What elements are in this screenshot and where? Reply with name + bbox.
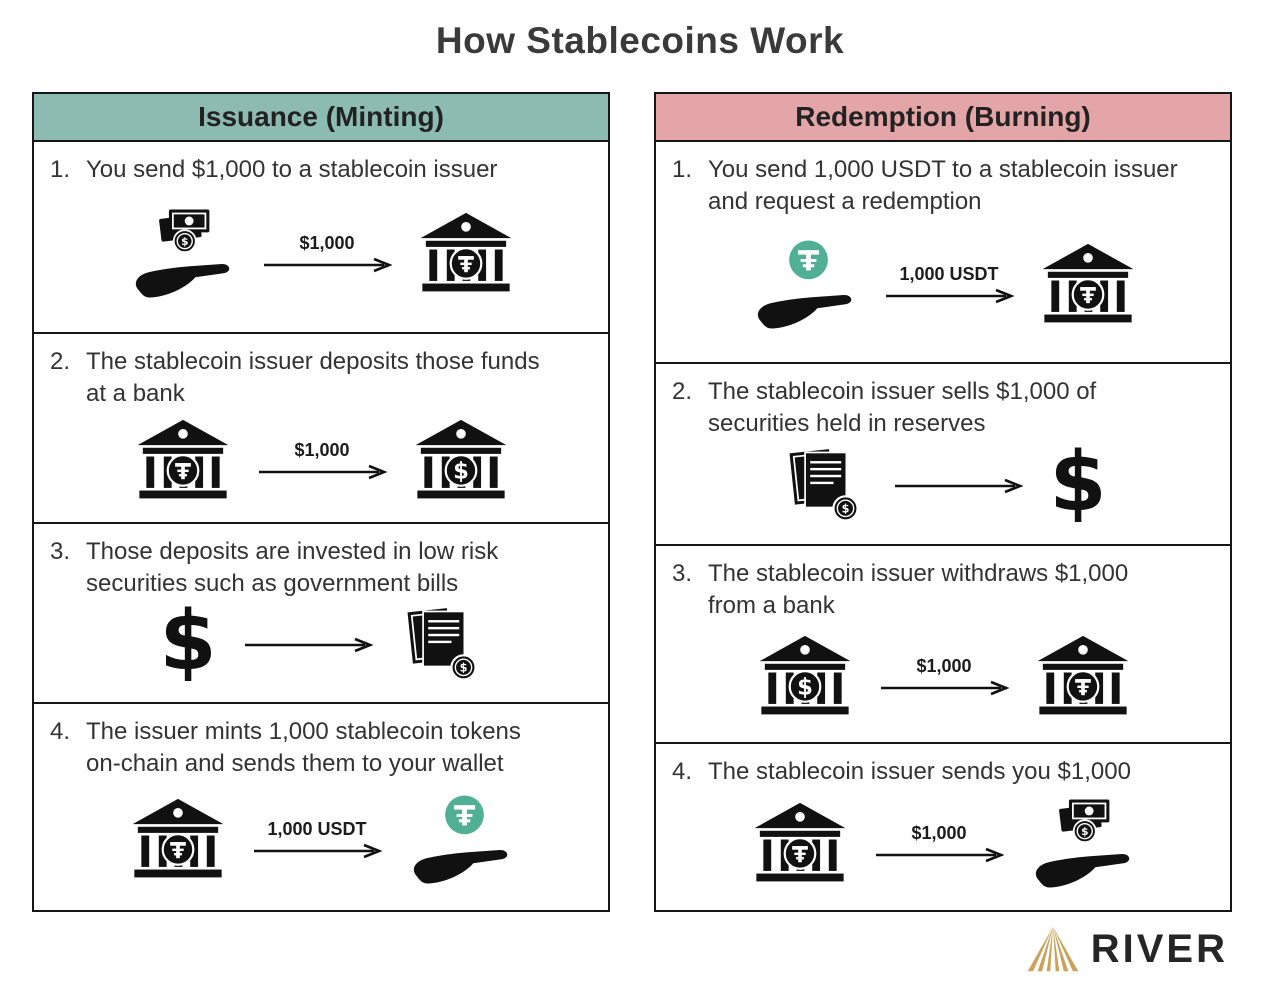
step-description: The stablecoin issuer withdraws $1,000 f…: [708, 560, 1129, 620]
arrow: [243, 637, 373, 653]
step-text: 1. You send 1,000 USDT to a stablecoin i…: [672, 154, 1216, 219]
arrow-icon: [262, 257, 391, 273]
step-description: The stablecoin issuer sells $1,000 of se…: [708, 378, 1097, 438]
step-visual: $1,000: [50, 411, 594, 516]
step-text: 4. The stablecoin issuer sends you $1,00…: [672, 756, 1216, 788]
redemption-step-4: 4. The stablecoin issuer sends you $1,00…: [656, 742, 1230, 910]
step-number: 1.: [50, 156, 71, 183]
documents-dollar-icon: [405, 607, 477, 681]
dollar-sign-icon: $: [159, 594, 217, 690]
step-visual: $: [50, 601, 594, 696]
step-visual: 1,000 USDT: [50, 781, 594, 904]
redemption-panel: Redemption (Burning) 1. You send 1,000 U…: [654, 92, 1232, 912]
arrow: [893, 478, 1023, 494]
arrow-icon: [879, 681, 1008, 696]
issuance-header: Issuance (Minting): [34, 94, 608, 140]
hand-tether-icon: [408, 792, 514, 887]
redemption-step-1: 1. You send 1,000 USDT to a stablecoin i…: [656, 140, 1230, 362]
step-text: 3. Those deposits are invested in low ri…: [50, 536, 594, 601]
bank-tether-icon: [1040, 242, 1136, 326]
arrow-label: $1,000: [294, 440, 350, 461]
documents-dollar-icon: [788, 448, 860, 522]
step-number: 4.: [672, 758, 693, 785]
brand-name: RIVER: [1090, 927, 1228, 971]
step-number: 3.: [50, 538, 71, 565]
arrow-label: $1,000: [916, 656, 972, 677]
step-number: 4.: [50, 718, 71, 745]
step-visual: 1,000 USDT: [672, 219, 1216, 356]
step-text: 3. The stablecoin issuer withdraws $1,00…: [672, 558, 1216, 623]
bank-tether-icon: [130, 797, 226, 881]
redemption-step-3: 3. The stablecoin issuer withdraws $1,00…: [656, 544, 1230, 742]
arrow-icon: [257, 465, 386, 480]
hand-tether-icon: [752, 237, 858, 332]
arrow-label: $1,000: [299, 233, 355, 254]
step-description: The stablecoin issuer sends you $1,000: [708, 758, 1131, 785]
arrow: 1,000 USDT: [884, 264, 1014, 304]
step-text: 2. The stablecoin issuer sells $1,000 of…: [672, 376, 1216, 441]
step-text: 4. The issuer mints 1,000 stablecoin tok…: [50, 716, 594, 781]
dollar-sign-icon: $: [1049, 435, 1107, 531]
step-visual: $1,000: [672, 623, 1216, 736]
arrow-icon: [894, 479, 1022, 494]
step-visual: $: [672, 441, 1216, 538]
step-text: 2. The stablecoin issuer deposits those …: [50, 346, 594, 411]
step-text: 1. You send $1,000 to a stablecoin issue…: [50, 154, 594, 186]
hand-cash-icon: [1030, 796, 1136, 891]
bank-tether-icon: [752, 801, 848, 885]
step-number: 1.: [672, 156, 693, 183]
issuance-step-1: 1. You send $1,000 to a stablecoin issue…: [34, 140, 608, 332]
step-description: The stablecoin issuer deposits those fun…: [86, 348, 540, 408]
step-visual: $1,000: [50, 186, 594, 326]
step-description: You send 1,000 USDT to a stablecoin issu…: [708, 156, 1178, 216]
arrow: $1,000: [874, 823, 1004, 863]
arrow-label: 1,000 USDT: [267, 819, 367, 840]
arrow-label: $1,000: [911, 823, 967, 844]
hand-cash-icon: [130, 206, 236, 301]
bank-dollar-icon: [413, 418, 509, 502]
river-mountain-icon: [1027, 926, 1079, 972]
bank-tether-icon: [1035, 634, 1131, 718]
step-description: You send $1,000 to a stablecoin issuer: [86, 156, 498, 183]
step-number: 2.: [50, 348, 71, 375]
redemption-header: Redemption (Burning): [656, 94, 1230, 140]
arrow: 1,000 USDT: [252, 819, 382, 859]
issuance-step-4: 4. The issuer mints 1,000 stablecoin tok…: [34, 702, 608, 910]
issuance-step-3: 3. Those deposits are invested in low ri…: [34, 522, 608, 702]
arrow-icon: [252, 844, 381, 859]
page-title: How Stablecoins Work: [435, 20, 845, 61]
arrow-icon: [874, 847, 1003, 863]
step-number: 3.: [672, 560, 693, 587]
bank-tether-icon: [135, 418, 231, 502]
arrow: $1,000: [262, 233, 392, 273]
step-description: The issuer mints 1,000 stablecoin tokens…: [86, 718, 521, 778]
arrow-label: 1,000 USDT: [899, 264, 999, 285]
bank-dollar-icon: [757, 634, 853, 718]
redemption-step-2: 2. The stablecoin issuer sells $1,000 of…: [656, 362, 1230, 544]
issuance-step-2: 2. The stablecoin issuer deposits those …: [34, 332, 608, 522]
arrow-icon: [243, 638, 371, 653]
arrow-icon: [884, 289, 1013, 304]
arrow: $1,000: [879, 656, 1009, 696]
brand-logo: RIVER: [1024, 926, 1228, 973]
issuance-panel: Issuance (Minting) 1. You send $1,000 to…: [32, 92, 610, 912]
step-visual: $1,000: [672, 788, 1216, 904]
arrow: $1,000: [257, 440, 387, 480]
step-description: Those deposits are invested in low risk …: [86, 538, 499, 598]
bank-tether-icon: [418, 211, 514, 295]
step-number: 2.: [672, 378, 693, 405]
